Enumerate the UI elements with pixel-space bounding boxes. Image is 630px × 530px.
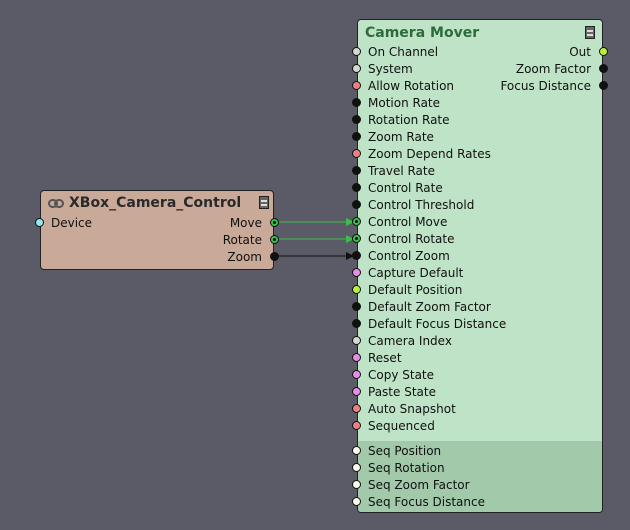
input-pin-control-rate[interactable] xyxy=(352,183,361,192)
input-label-rotation-rate: Rotation Rate xyxy=(368,113,450,127)
input-label-seq-zoom-factor: Seq Zoom Factor xyxy=(368,478,470,492)
input-label-auto-snapshot: Auto Snapshot xyxy=(368,402,456,416)
node-menu-icon[interactable] xyxy=(585,26,595,39)
input-pin-rotation-rate[interactable] xyxy=(352,115,361,124)
input-pin-capture-default[interactable] xyxy=(352,268,361,277)
input-label-camera-index: Camera Index xyxy=(368,334,452,348)
input-label-seq-rotation: Seq Rotation xyxy=(368,461,445,475)
input-label-default-zoom-factor: Default Zoom Factor xyxy=(368,300,491,314)
input-label-seq-position: Seq Position xyxy=(368,444,442,458)
input-label-control-zoom: Control Zoom xyxy=(368,249,450,263)
input-pin-seq-zoom-factor[interactable] xyxy=(352,480,361,489)
input-pin-seq-focus-distance[interactable] xyxy=(352,497,361,506)
input-label-allow-rotation: Allow Rotation xyxy=(368,79,455,93)
input-label-device: Device xyxy=(51,216,93,230)
output-label-out: Out xyxy=(569,45,591,59)
output-label-zoom: Zoom xyxy=(227,250,262,264)
input-pin-control-zoom[interactable] xyxy=(352,251,361,260)
output-pin-rotate[interactable] xyxy=(270,235,279,244)
input-pin-seq-position[interactable] xyxy=(352,446,361,455)
input-label-reset: Reset xyxy=(368,351,402,365)
input-label-capture-default: Capture Default xyxy=(368,266,464,280)
input-pin-default-zoom-factor[interactable] xyxy=(352,302,361,311)
output-pin-focus-distance[interactable] xyxy=(599,81,608,90)
input-pin-copy-state[interactable] xyxy=(352,370,361,379)
input-label-system: System xyxy=(368,62,413,76)
input-pin-default-focus-distance[interactable] xyxy=(352,319,361,328)
input-label-copy-state: Copy State xyxy=(368,368,435,382)
input-pin-sequenced[interactable] xyxy=(352,421,361,430)
link-icon xyxy=(48,199,64,208)
output-pin-out[interactable] xyxy=(599,47,608,56)
input-label-paste-state: Paste State xyxy=(368,385,436,399)
input-label-sequenced: Sequenced xyxy=(368,419,435,433)
input-label-motion-rate: Motion Rate xyxy=(368,96,441,110)
input-pin-camera-index[interactable] xyxy=(352,336,361,345)
input-label-control-threshold: Control Threshold xyxy=(368,198,475,212)
output-pin-move[interactable] xyxy=(270,218,279,227)
input-pin-default-position[interactable] xyxy=(352,285,361,294)
input-pin-reset[interactable] xyxy=(352,353,361,362)
node-title: Camera Mover xyxy=(365,25,480,41)
input-label-zoom-rate: Zoom Rate xyxy=(368,130,434,144)
input-label-control-rotate: Control Rotate xyxy=(368,232,455,246)
input-label-control-move: Control Move xyxy=(368,215,448,229)
input-label-default-focus-distance: Default Focus Distance xyxy=(368,317,507,331)
input-pin-travel-rate[interactable] xyxy=(352,166,361,175)
input-pin-zoom-rate[interactable] xyxy=(352,132,361,141)
input-pin-seq-rotation[interactable] xyxy=(352,463,361,472)
input-label-travel-rate: Travel Rate xyxy=(368,164,436,178)
input-pin-allow-rotation[interactable] xyxy=(352,81,361,90)
node-title: XBox_Camera_Control xyxy=(69,195,242,211)
input-label-zoom-depend-rates: Zoom Depend Rates xyxy=(368,147,491,161)
input-pin-on-channel[interactable] xyxy=(352,47,361,56)
input-pin-control-rotate[interactable] xyxy=(352,234,361,243)
input-pin-auto-snapshot[interactable] xyxy=(352,404,361,413)
input-pin-paste-state[interactable] xyxy=(352,387,361,396)
input-pin-system[interactable] xyxy=(352,64,361,73)
output-label-zoom-factor: Zoom Factor xyxy=(515,62,591,76)
input-label-on-channel: On Channel xyxy=(368,45,439,59)
input-pin-control-threshold[interactable] xyxy=(352,200,361,209)
input-pin-motion-rate[interactable] xyxy=(352,98,361,107)
output-label-rotate: Rotate xyxy=(222,233,262,247)
input-label-default-position: Default Position xyxy=(368,283,463,297)
input-pin-device[interactable] xyxy=(35,218,44,227)
output-label-focus-distance: Focus Distance xyxy=(500,79,591,93)
output-label-move: Move xyxy=(229,216,262,230)
input-label-control-rate: Control Rate xyxy=(368,181,443,195)
output-pin-zoom-factor[interactable] xyxy=(599,64,608,73)
input-pin-zoom-depend-rates[interactable] xyxy=(352,149,361,158)
input-pin-control-move[interactable] xyxy=(352,217,361,226)
input-label-seq-focus-distance: Seq Focus Distance xyxy=(368,495,485,509)
output-pin-zoom[interactable] xyxy=(270,252,279,261)
node-menu-icon[interactable] xyxy=(259,196,269,209)
sequence-section xyxy=(358,441,602,512)
